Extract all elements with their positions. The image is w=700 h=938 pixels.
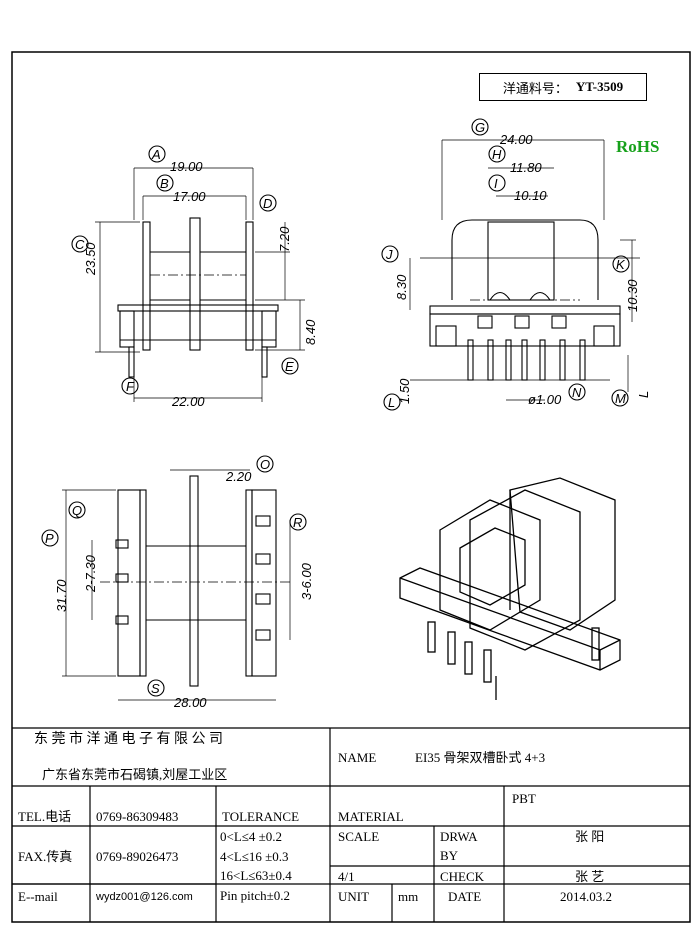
tel-label: TEL.电话 — [18, 809, 72, 824]
rohs-mark: RoHS — [616, 137, 660, 156]
title-block-grid — [12, 727, 690, 922]
tolerance-row-1: 0<L≤4 ±0.2 — [220, 829, 283, 844]
dim-F-value: 22.00 — [172, 394, 205, 409]
dim-A-value: 19.00 — [170, 159, 203, 174]
unit-value: mm — [398, 889, 419, 904]
drawn-by-label-2: BY — [440, 848, 459, 863]
dim-D-value: 7.20 — [277, 226, 292, 252]
dim-G-value: 24.00 — [500, 132, 533, 147]
material-pbt: PBT — [512, 791, 536, 806]
tolerance-row-4: Pin pitch±0.2 — [220, 888, 290, 903]
balloon-K: K — [616, 257, 625, 272]
balloon-S: S — [151, 681, 160, 696]
part-number-value: YT-3509 — [575, 79, 624, 94]
dim-J-value: 8.30 — [394, 274, 409, 300]
scale-value: 4/1 — [338, 869, 355, 884]
balloon-M: M — [615, 391, 626, 406]
dim-H-value: 11.80 — [510, 160, 542, 175]
drawn-by-value: 张 阳 — [575, 829, 605, 844]
dim-L-value: 1.50 — [397, 378, 412, 404]
tolerance-row-3: 16<L≤63±0.4 — [220, 868, 292, 883]
drawn-by-label-1: DRWA — [440, 829, 478, 844]
date-value: 2014.03.2 — [560, 889, 612, 904]
tel-value: 0769-86309483 — [96, 809, 179, 824]
scale-label: SCALE — [338, 829, 380, 844]
dim-O-value: 2.20 — [226, 469, 252, 484]
balloon-J: J — [386, 247, 393, 262]
fax-value: 0769-89026473 — [96, 849, 179, 864]
fax-label: FAX.传真 — [18, 849, 73, 864]
balloon-B: B — [160, 176, 169, 191]
dim-E-value: 8.40 — [303, 319, 318, 345]
balloon-N: N — [572, 385, 582, 400]
balloon-D: D — [263, 196, 273, 211]
email-value: wydz001@126.com — [96, 891, 193, 903]
tolerance-label: TOLERANCE — [222, 809, 300, 824]
email-label: E--mail — [18, 889, 58, 904]
name-value: EI35 骨架双槽卧式 4+3 — [415, 750, 546, 765]
balloon-O: O — [260, 457, 271, 472]
material-label: MATERIAL — [338, 809, 404, 824]
name-label: NAME — [338, 750, 377, 765]
dim-S-value: 28.00 — [174, 695, 207, 710]
dim-I-value: 10.10 — [514, 188, 547, 203]
company-name: 东 莞 市 洋 通 电 子 有 限 公 司 — [34, 732, 223, 747]
dim-K-value: 10.30 — [625, 279, 640, 312]
part-number-box: 洋通料号： YT-3509 — [479, 73, 647, 101]
part-number-label: 洋通料号： — [502, 80, 568, 96]
balloon-F: F — [126, 379, 134, 394]
dim-C-value: 23.50 — [83, 242, 98, 275]
dim-N-value: ø1.00 — [528, 392, 562, 407]
balloon-Q: Q — [72, 503, 83, 518]
balloon-C: C — [75, 237, 85, 252]
balloon-R: R — [293, 515, 303, 530]
front-view — [71, 145, 305, 402]
balloon-I: I — [494, 176, 498, 191]
dim-M-letter: L — [636, 390, 651, 398]
balloon-G: G — [475, 120, 486, 135]
dim-Q-value: 2-7.30 — [83, 555, 98, 592]
tolerance-row-2: 4<L≤16 ±0.3 — [220, 849, 289, 864]
balloon-A: A — [152, 147, 161, 162]
dim-B-value: 17.00 — [173, 189, 206, 204]
check-label: CHECK — [440, 869, 485, 884]
balloon-P: P — [45, 531, 54, 546]
company-address: 广东省东莞市石碣镇,刘屋工业区 — [42, 767, 228, 782]
balloon-E: E — [285, 359, 294, 374]
balloon-H: H — [492, 147, 502, 162]
date-label: DATE — [448, 889, 482, 904]
side-view — [381, 118, 640, 411]
unit-label: UNIT — [338, 889, 370, 904]
bottom-view — [41, 455, 307, 701]
check-value: 张 艺 — [575, 869, 605, 884]
dim-P-value: 31.70 — [54, 579, 69, 612]
dim-R-value: 3-6.00 — [299, 563, 314, 600]
sheet-border — [11, 51, 691, 923]
isometric-view — [399, 477, 621, 700]
balloon-L: L — [388, 395, 396, 410]
